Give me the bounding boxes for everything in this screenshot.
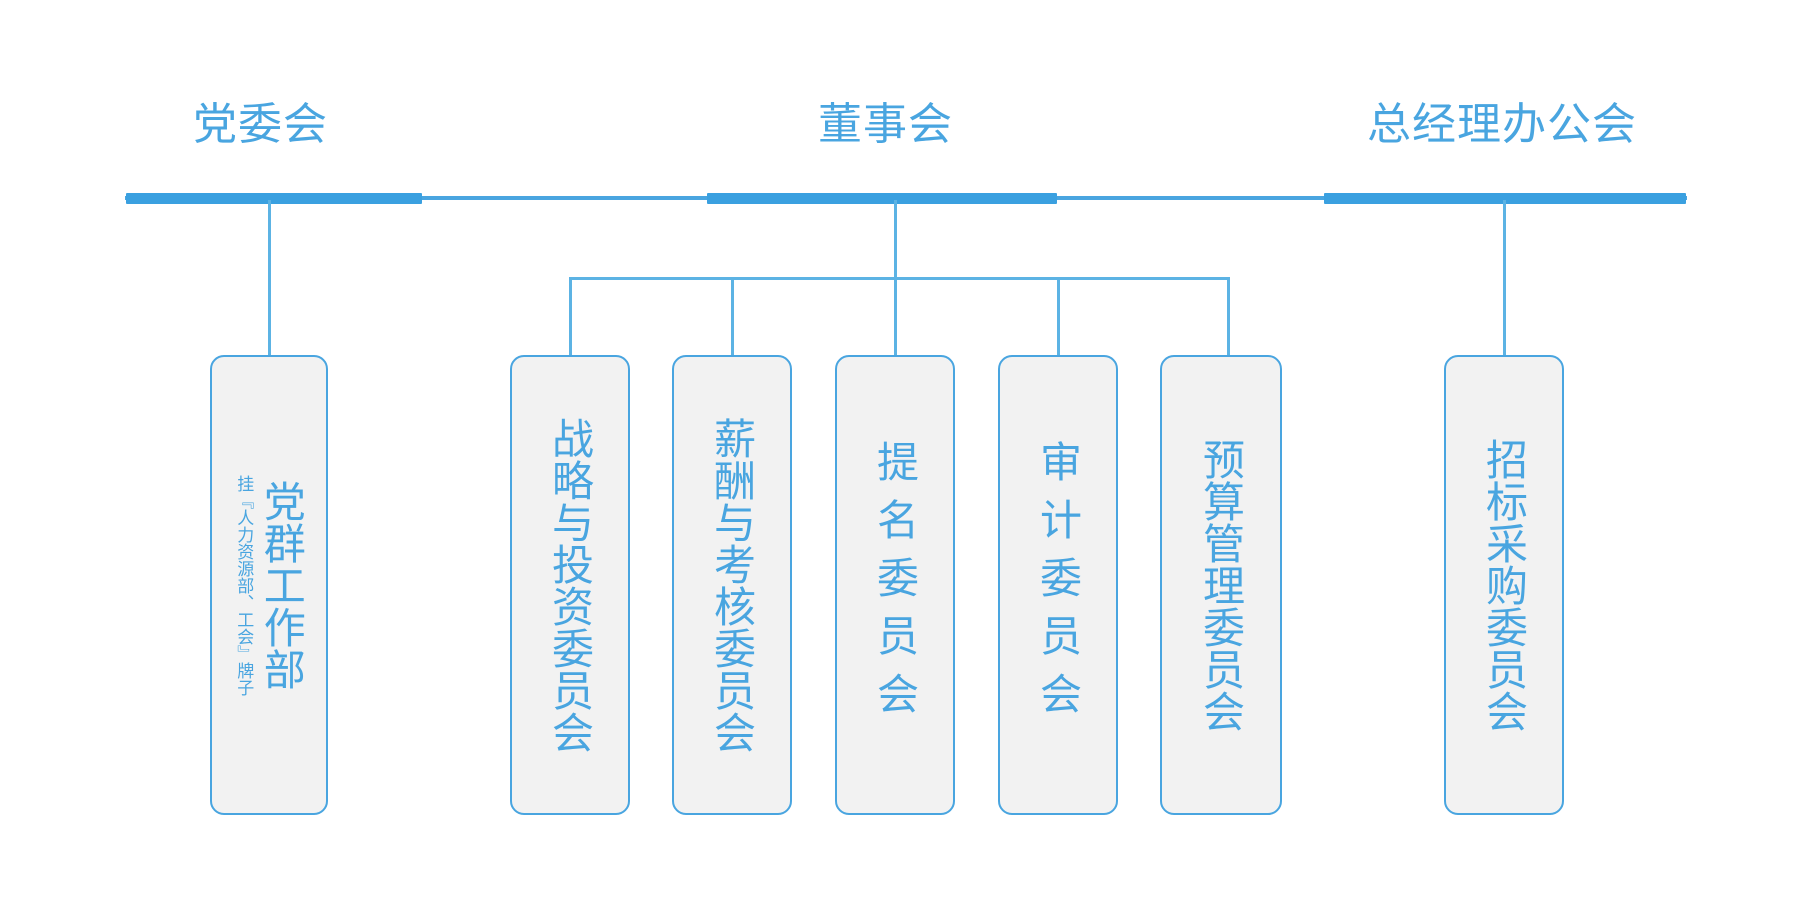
connector-gm-office-vertical xyxy=(1503,200,1506,357)
node-box-budget-management-committee[interactable]: 预算管理委员会 xyxy=(1160,355,1282,815)
connector-board-bracket xyxy=(569,277,1230,280)
connector-party-committee-vertical xyxy=(268,200,271,357)
connector-board-drop-3 xyxy=(894,277,897,357)
node-label-audit-committee: 审计委员会 xyxy=(1033,440,1083,730)
node-box-party-work-department[interactable]: 党群工作部 挂『人力资源部、工会』牌子 xyxy=(210,355,328,815)
node-label-budget-management-committee: 预算管理委员会 xyxy=(1196,438,1246,732)
connector-board-drop-1 xyxy=(569,277,572,357)
node-label-compensation-appraisal-committee: 薪酬与考核委员会 xyxy=(707,417,757,753)
header-rule-party-committee xyxy=(126,193,422,204)
header-rule-general-manager-office xyxy=(1324,193,1686,204)
header-label-board-of-directors: 董事会 xyxy=(818,99,953,150)
node-label-nomination-committee: 提名委员会 xyxy=(870,440,920,730)
connector-board-stem xyxy=(894,200,897,280)
node-note-party-work-department: 挂『人力资源部、工会』牌子 xyxy=(233,474,254,696)
node-box-strategy-investment-committee[interactable]: 战略与投资委员会 xyxy=(510,355,630,815)
node-box-compensation-appraisal-committee[interactable]: 薪酬与考核委员会 xyxy=(672,355,792,815)
node-box-audit-committee[interactable]: 审计委员会 xyxy=(998,355,1118,815)
node-label-bidding-procurement-committee: 招标采购委员会 xyxy=(1479,438,1529,732)
connector-board-drop-2 xyxy=(731,277,734,357)
node-box-bidding-procurement-committee[interactable]: 招标采购委员会 xyxy=(1444,355,1564,815)
connector-board-drop-5 xyxy=(1227,277,1230,357)
header-label-party-committee: 党委会 xyxy=(193,99,328,150)
node-label-party-work-department: 党群工作部 xyxy=(257,480,307,690)
node-label-strategy-investment-committee: 战略与投资委员会 xyxy=(545,417,595,753)
connector-board-drop-4 xyxy=(1057,277,1060,357)
node-box-nomination-committee[interactable]: 提名委员会 xyxy=(835,355,955,815)
header-rule-board-of-directors xyxy=(707,193,1057,204)
header-label-general-manager-office: 总经理办公会 xyxy=(1367,99,1637,150)
